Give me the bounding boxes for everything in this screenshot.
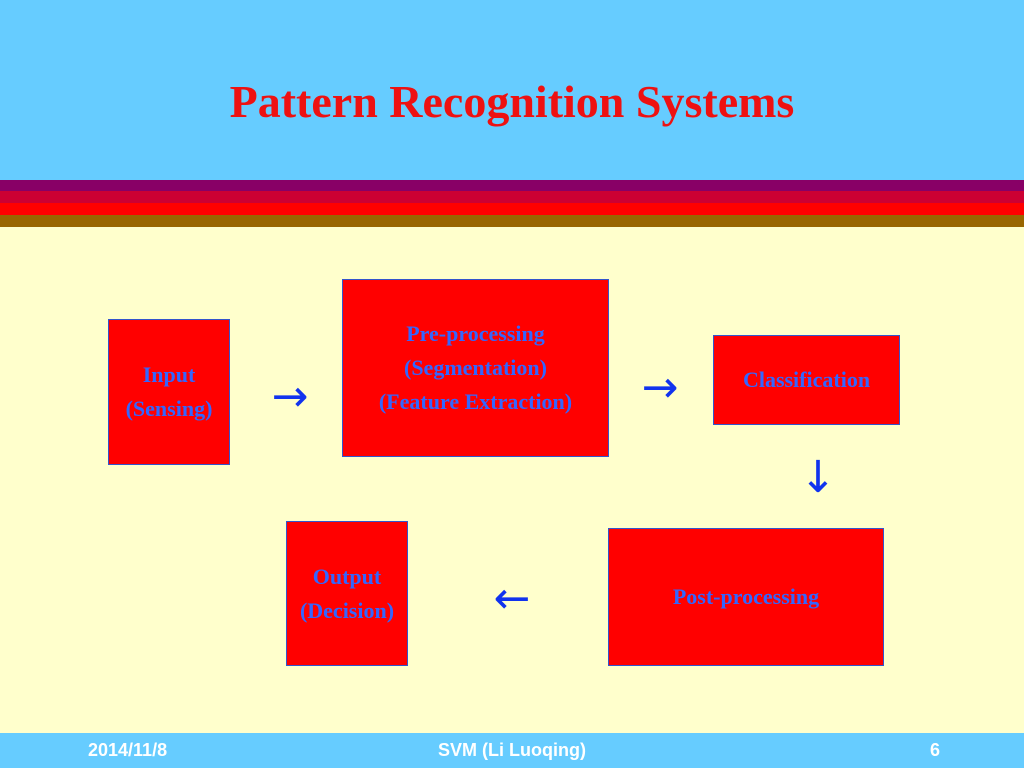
node-postprocessing-label: Post-processing: [672, 584, 820, 609]
arrow-down-icon: ↓: [799, 452, 837, 503]
node-output-label: Output: [312, 563, 382, 589]
footer-date: 2014/11/8: [88, 740, 168, 760]
node-postprocessing: Post-processing: [608, 528, 884, 666]
node-output: Output (Decision): [286, 521, 408, 666]
node-input-label: Input: [142, 362, 196, 387]
arrow-left-icon: ←: [493, 573, 531, 624]
slide-header: [0, 0, 1024, 180]
node-preprocessing-label: Pre-processing: [406, 321, 545, 346]
slide-footer: 2014/11/8 SVM (Li Luoqing) 6: [0, 733, 1024, 768]
node-input-sublabel: (Sensing): [125, 396, 213, 421]
header-stripe-brown: [0, 215, 1024, 227]
header-stripe-red: [0, 203, 1024, 215]
header-stripe-purple: [0, 180, 1024, 191]
footer-course: SVM (Li Luoqing): [438, 740, 586, 760]
node-preprocessing: Pre-processing (Segmentation) (Feature E…: [342, 279, 609, 457]
footer-page-number: 6: [929, 740, 940, 760]
arrow-right-icon: →: [641, 362, 679, 413]
node-input: Input (Sensing): [108, 319, 230, 465]
header-stripe-crimson: [0, 191, 1024, 203]
node-output-sublabel: (Decision): [299, 597, 395, 623]
node-preprocessing-sublabel-1: (Segmentation): [404, 355, 547, 380]
arrow-right-icon: →: [271, 371, 309, 422]
node-classification: Classification: [713, 335, 900, 425]
node-classification-label: Classification: [742, 367, 871, 392]
slide-title: Pattern Recognition Systems: [229, 76, 795, 127]
node-preprocessing-sublabel-2: (Feature Extraction): [378, 389, 573, 414]
